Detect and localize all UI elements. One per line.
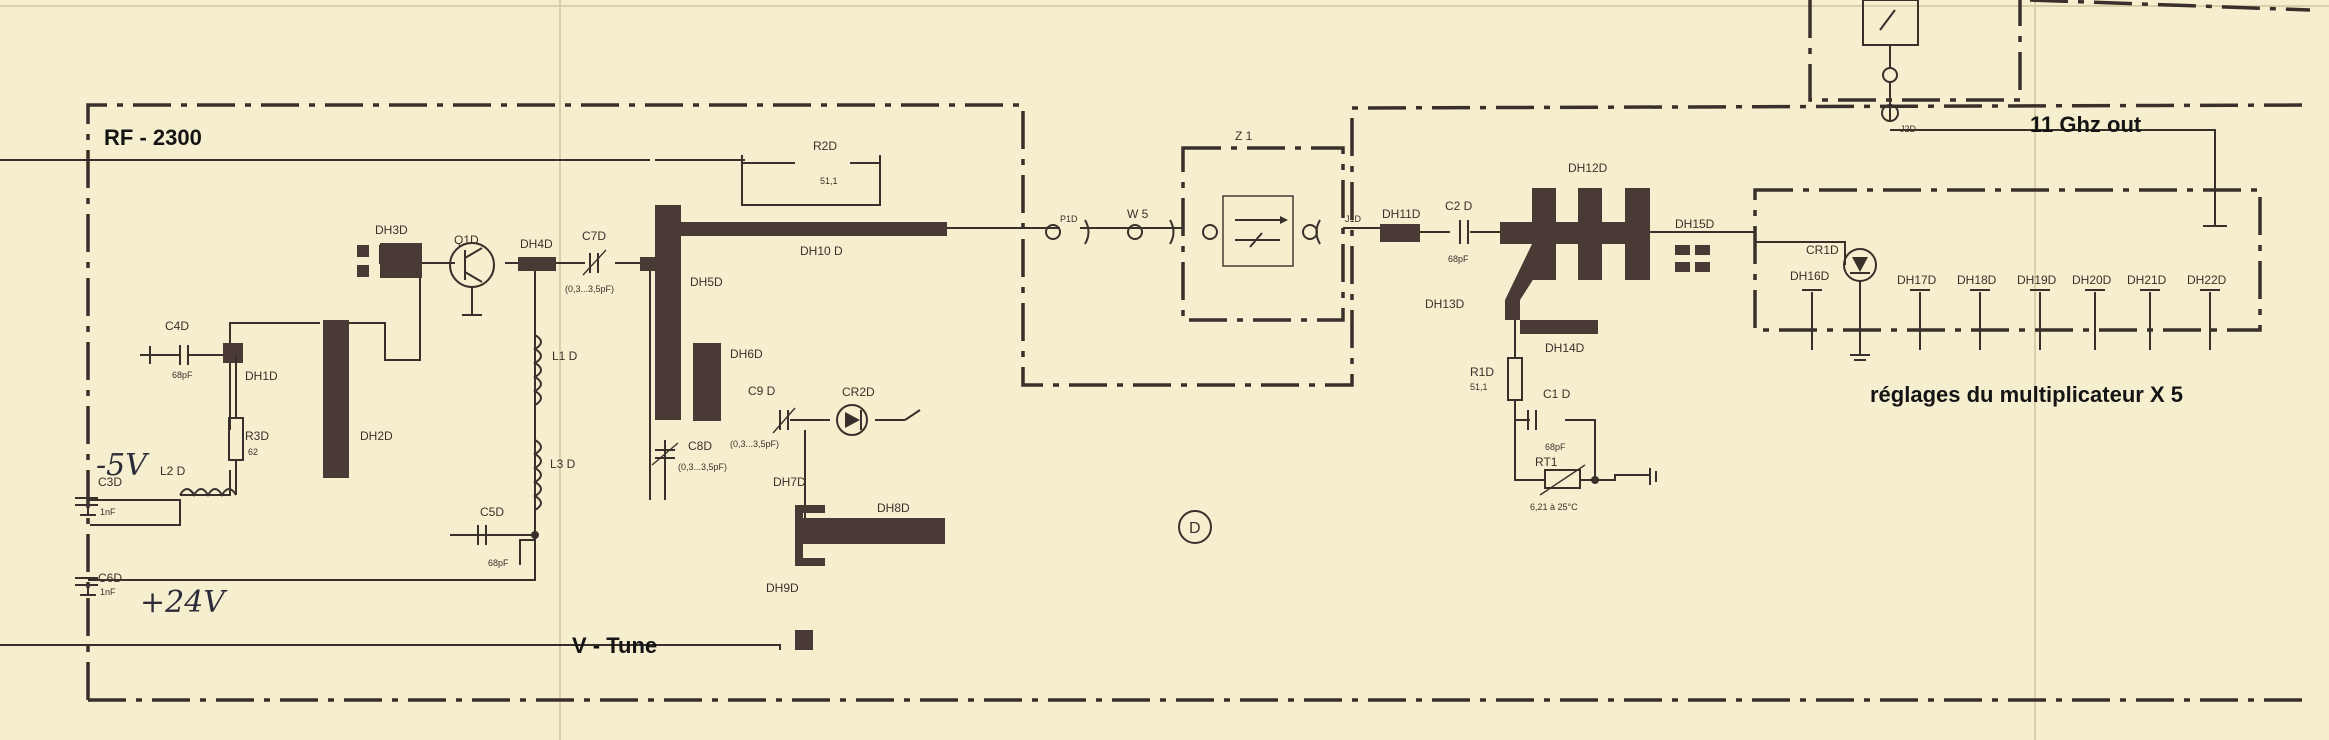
label-dh5: DH5D [690, 275, 723, 289]
connectors [1045, 219, 1321, 245]
label-c7: C7D [582, 229, 606, 243]
label-c1-val: 68pF [1545, 442, 1566, 452]
label-dh3: DH3D [375, 223, 408, 237]
label-r3-val: 62 [248, 447, 258, 457]
section-boundaries [86, 0, 2311, 702]
label-l3: L3 D [550, 457, 576, 471]
label-dh6: DH6D [730, 347, 763, 361]
annotations: RF - 2300 11 Ghz out réglages du multipl… [96, 112, 2183, 658]
label-dh20: DH20D [2072, 273, 2112, 287]
vtune-label: V - Tune [572, 633, 657, 658]
label-c4: C4D [165, 319, 189, 333]
isolator-z1 [1222, 195, 1294, 267]
dh4-pad [518, 257, 556, 271]
label-c6: C6D [98, 571, 122, 585]
label-dh10: DH10 D [800, 244, 843, 258]
label-r1: R1D [1470, 365, 1494, 379]
label-dh15: DH15D [1675, 217, 1715, 231]
microstrip-lines [223, 188, 1710, 650]
label-dh18: DH18D [1957, 273, 1997, 287]
label-l2: L2 D [160, 464, 186, 478]
dh5-line [655, 205, 681, 420]
section-mark-circle [1178, 510, 1212, 544]
adjust-label: réglages du multiplicateur X 5 [1870, 382, 2183, 407]
label-c6-val: 1nF [100, 587, 116, 597]
label-dh2: DH2D [360, 429, 393, 443]
diode-cr1 [1843, 248, 1877, 361]
dh3-pad [380, 243, 422, 278]
tuning-stubs [1802, 289, 2220, 350]
label-c3-val: 1nF [100, 507, 116, 517]
label-c4-val: 68pF [172, 370, 193, 380]
label-w5: W 5 [1127, 207, 1149, 221]
label-q1: Q1D [454, 233, 479, 247]
label-c8: C8D [688, 439, 712, 453]
label-c1: C1 D [1543, 387, 1571, 401]
section-mark: D [1189, 520, 1201, 537]
rf-title: RF - 2300 [104, 125, 202, 150]
label-z1: Z 1 [1235, 129, 1253, 143]
label-j2: J2D [1900, 124, 1917, 134]
label-dh22: DH22D [2187, 273, 2227, 287]
diode-cr2 [836, 404, 868, 436]
dh14-stub [1520, 320, 1598, 334]
label-dh8: DH8D [877, 501, 910, 515]
hand-5v: -5V [96, 448, 150, 483]
dh10-line [655, 222, 947, 236]
output-jack-box [1862, 0, 2227, 227]
label-c2: C2 D [1445, 199, 1473, 213]
label-c8-val: (0,3...3,5pF) [678, 462, 727, 472]
label-dh12: DH12D [1568, 161, 1608, 175]
label-dh7: DH7D [773, 475, 806, 489]
label-r2-val: 51,1 [820, 176, 838, 186]
dh1-pad [223, 343, 243, 363]
dh6-stub [693, 343, 721, 421]
label-cr2: CR2D [842, 385, 875, 399]
label-dh1: DH1D [245, 369, 278, 383]
passives [75, 220, 1657, 596]
label-c5: C5D [480, 505, 504, 519]
label-c9: C9 D [748, 384, 776, 398]
out-label: 11 Ghz out [2030, 112, 2142, 137]
label-dh19: DH19D [2017, 273, 2057, 287]
label-dh4: DH4D [520, 237, 553, 251]
label-r1-val: 51,1 [1470, 382, 1488, 392]
transistor-q1 [449, 242, 495, 316]
label-dh13: DH13D [1425, 297, 1465, 311]
label-r3: R3D [245, 429, 269, 443]
label-c2-val: 68pF [1448, 254, 1469, 264]
label-l1: L1 D [552, 349, 578, 363]
label-c7-val: (0,3...3,5pF) [565, 284, 614, 294]
label-dh11: DH11D [1382, 207, 1421, 221]
label-dh14: DH14D [1545, 341, 1585, 355]
dh2-stub [323, 320, 349, 478]
label-dh21: DH21D [2127, 273, 2167, 287]
label-dh17: DH17D [1897, 273, 1937, 287]
label-c5-val: 68pF [488, 558, 509, 568]
label-c3: C3D [98, 475, 122, 489]
label-dh16: DH16D [1790, 269, 1830, 283]
label-c9-val: (0,3...3,5pF) [730, 439, 779, 449]
label-rt1: RT1 [1535, 455, 1558, 469]
label-r2: R2D [813, 139, 837, 153]
hand-24v: +24V [140, 585, 228, 620]
label-dh9: DH9D [766, 581, 799, 595]
dh8-stub [795, 518, 945, 544]
label-cr1: CR1D [1806, 243, 1839, 257]
component-labels: DH3D Q1D DH4D C7D (0,3...3,5pF) C4D 68pF… [98, 124, 2227, 597]
label-j1: J1D [1345, 214, 1362, 224]
label-rt1-val: 6,21 à 25°C [1530, 502, 1578, 512]
dh11-pad [1380, 224, 1420, 242]
label-p1: P1D [1060, 214, 1078, 224]
